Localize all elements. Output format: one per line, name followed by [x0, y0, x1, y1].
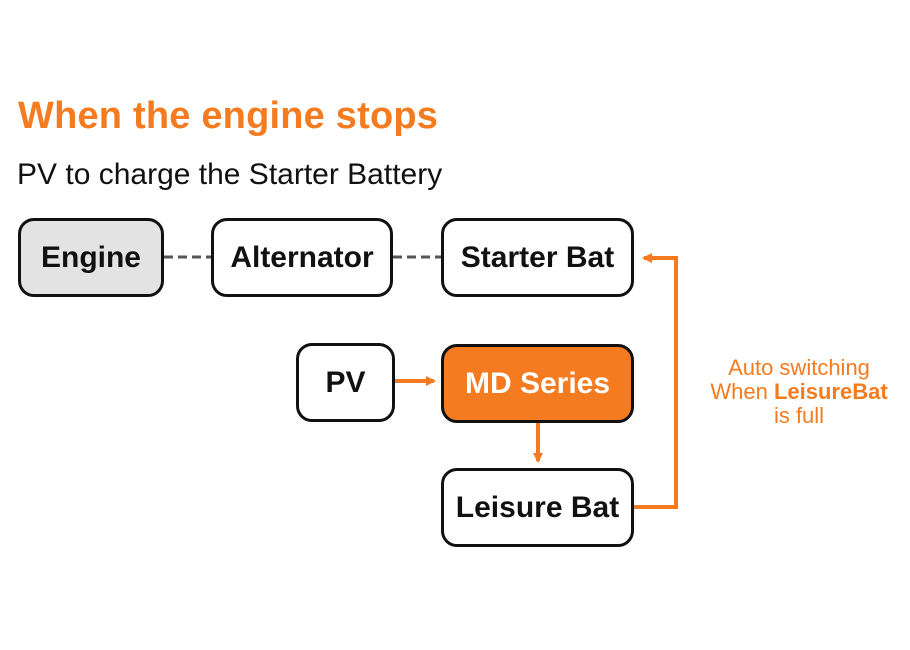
page-title: When the engine stops	[18, 95, 439, 137]
note-line-2: When LeisureBat	[694, 380, 904, 404]
arrow-leisure-to-starter	[634, 253, 678, 509]
starter-battery-node: Starter Bat	[441, 218, 634, 297]
alternator-node: Alternator	[211, 218, 393, 297]
pv-node: PV	[296, 343, 395, 422]
engine-node: Engine	[18, 218, 164, 297]
note-line-3: is full	[773, 403, 825, 428]
note-line-2-prefix: When	[710, 379, 774, 404]
page-subtitle: PV to charge the Starter Battery	[17, 158, 443, 191]
note-line-2-bold: LeisureBat	[773, 379, 888, 404]
md-series-node: MD Series	[441, 344, 634, 423]
leisure-battery-node: Leisure Bat	[441, 468, 634, 547]
note-line-1: Auto switching	[728, 355, 870, 380]
auto-switching-note: Auto switching When LeisureBat is full	[694, 356, 904, 428]
